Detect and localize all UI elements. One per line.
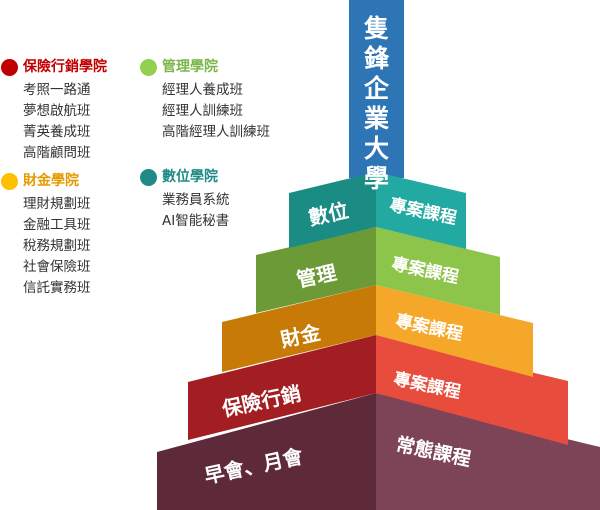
legend-list: 業務員系統 AI智能秘書 <box>140 190 230 232</box>
list-item: 業務員系統 <box>162 192 230 208</box>
list-item: 菁英養成班 <box>23 124 91 140</box>
tier-base-left <box>157 393 376 510</box>
legend-title: 保險行銷學院 <box>23 59 107 75</box>
green-dot-icon <box>140 58 157 76</box>
legend-list: 經理人養成班 經理人訓練班 高階經理人訓練班 <box>140 80 270 143</box>
tier-finance-right <box>376 285 533 377</box>
tower-char: 大 <box>363 134 389 163</box>
teal-dot-icon <box>140 168 157 186</box>
legend-title: 管理學院 <box>162 59 218 75</box>
list-item: 社會保險班 <box>23 259 91 275</box>
list-item: 經理人訓練班 <box>162 103 243 119</box>
yellow-dot-icon <box>1 172 18 190</box>
tower-char: 隻 <box>363 14 389 43</box>
tier-insurance-left <box>188 335 376 440</box>
list-item: 經理人養成班 <box>162 82 243 98</box>
legend-list: 考照一路通 夢想啟航班 菁英養成班 高階顧問班 <box>1 80 107 164</box>
tower <box>349 0 404 178</box>
tower-title: 隻 鋒 企 業 大 學 <box>349 14 404 194</box>
legend-title: 財金學院 <box>23 173 79 189</box>
tower-char: 鋒 <box>363 44 389 73</box>
legend-digital: 數位學院 業務員系統 AI智能秘書 <box>140 168 230 232</box>
list-item: 高階經理人訓練班 <box>162 124 270 140</box>
legend-management: 管理學院 經理人養成班 經理人訓練班 高階經理人訓練班 <box>140 58 270 143</box>
legend-insurance: 保險行銷學院 考照一路通 夢想啟航班 菁英養成班 高階顧問班 <box>1 58 107 164</box>
tower-char: 企 <box>363 74 389 103</box>
tier-digital-right <box>376 172 466 249</box>
tier-management-right <box>376 227 500 315</box>
tier-digital-left <box>289 172 376 248</box>
legend-finance: 財金學院 理財規劃班 金融工具班 稅務規劃班 社會保險班 信託實務班 <box>1 172 91 299</box>
tier-base-right <box>376 393 600 510</box>
list-item: 高階顧問班 <box>23 145 91 161</box>
red-dot-icon <box>1 58 18 76</box>
list-item: 考照一路通 <box>23 82 91 98</box>
tier-management-left <box>256 227 376 313</box>
list-item: 稅務規劃班 <box>23 238 91 254</box>
list-item: 信託實務班 <box>23 280 91 296</box>
tier-insurance-right <box>376 335 568 445</box>
legend-list: 理財規劃班 金融工具班 稅務規劃班 社會保險班 信託實務班 <box>1 194 91 299</box>
list-item: 金融工具班 <box>23 217 91 233</box>
list-item: 夢想啟航班 <box>23 103 91 119</box>
list-item: 理財規劃班 <box>23 196 91 212</box>
legend-title: 數位學院 <box>162 169 218 185</box>
tower-char: 業 <box>363 104 389 133</box>
tier-finance-left <box>222 285 376 372</box>
tower-char: 學 <box>363 164 389 193</box>
list-item: AI智能秘書 <box>162 213 230 229</box>
